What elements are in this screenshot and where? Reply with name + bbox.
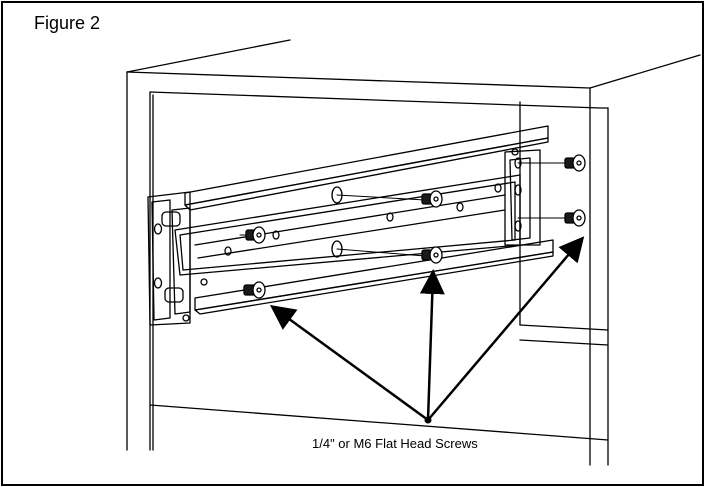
screw-icon: [239, 226, 266, 244]
figure-title: Figure 2: [34, 13, 101, 33]
screw-callout-label: 1/4" or M6 Flat Head Screws: [312, 436, 478, 451]
callout-arrows: [269, 236, 585, 424]
screw-icon: [243, 281, 266, 299]
screw-icon: [517, 209, 586, 227]
cabinet: [126, 39, 701, 466]
screws: [239, 154, 586, 299]
slide-rail: [147, 125, 554, 326]
screw-icon: [336, 190, 443, 208]
screw-icon: [336, 246, 443, 264]
screw-icon: [517, 154, 586, 172]
